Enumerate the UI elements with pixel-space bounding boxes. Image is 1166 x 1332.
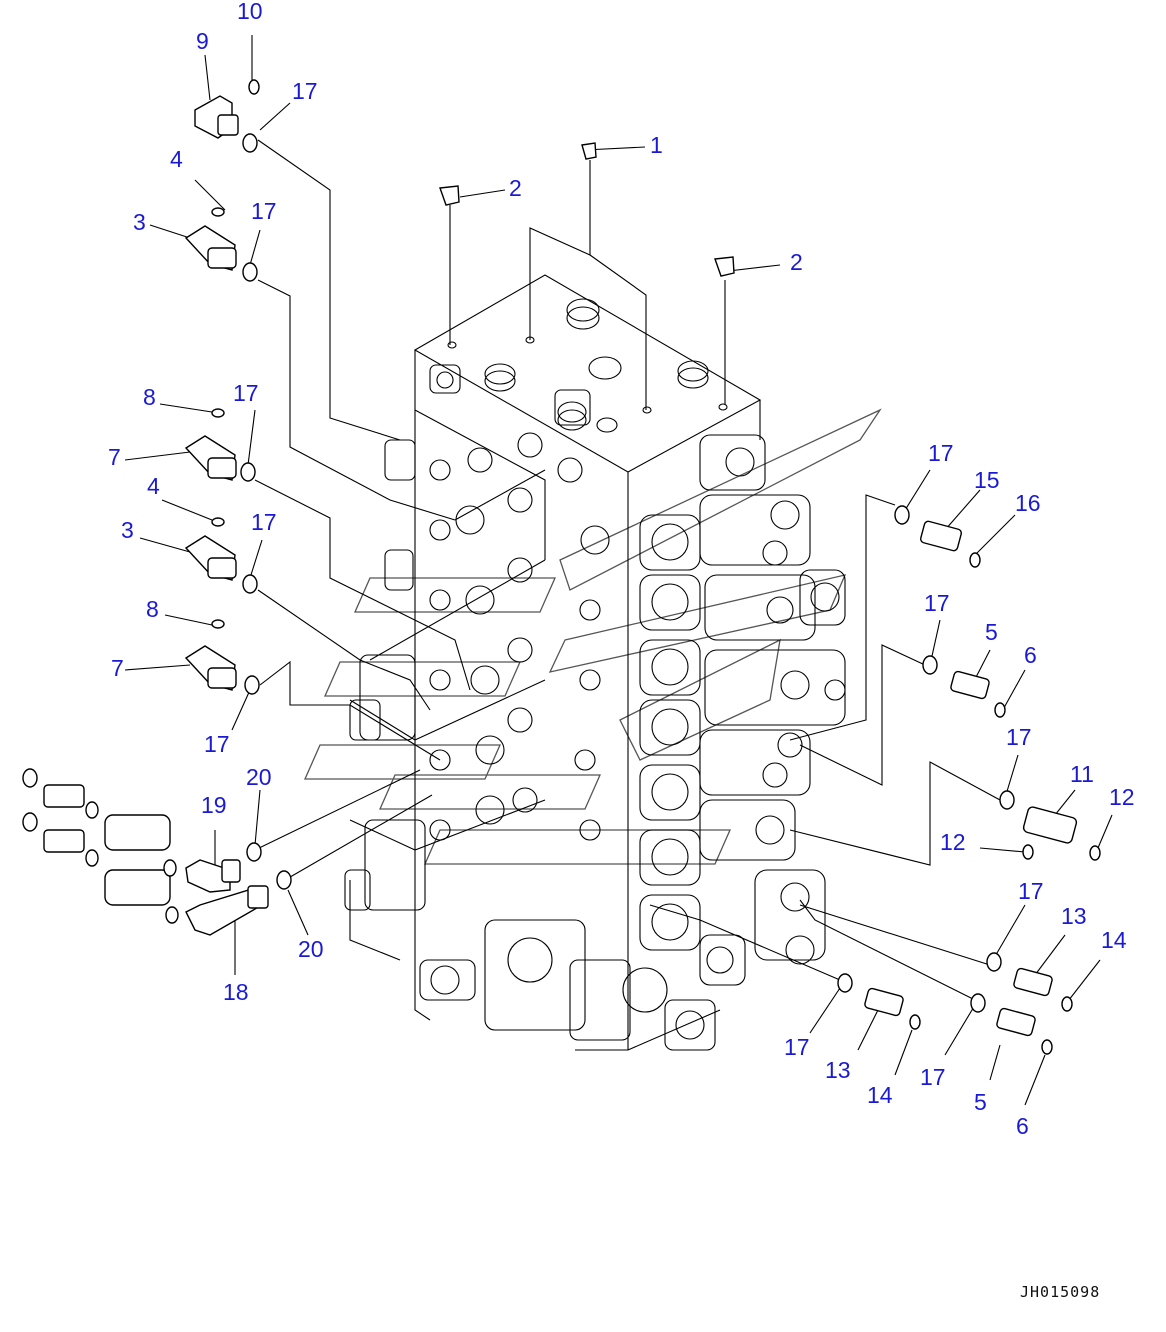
callout-11: 11	[1070, 761, 1094, 787]
callout-6: 6	[1016, 1113, 1029, 1139]
callout-3: 3	[121, 517, 134, 543]
callout-7: 7	[108, 444, 121, 470]
callout-1: 1	[650, 132, 663, 158]
callout-14: 14	[1101, 927, 1127, 953]
callout-19: 19	[201, 792, 227, 818]
callout-17: 17	[920, 1064, 946, 1090]
callout-4: 4	[170, 146, 183, 172]
callout-7: 7	[111, 655, 124, 681]
callout-12: 12	[1109, 784, 1135, 810]
callout-15: 15	[974, 467, 1000, 493]
callout-17: 17	[928, 440, 954, 466]
callout-17: 17	[233, 380, 259, 406]
callout-20: 20	[298, 936, 324, 962]
callout-20: 20	[246, 764, 272, 790]
callout-9: 9	[196, 28, 209, 54]
callout-6: 6	[1024, 642, 1037, 668]
callout-12: 12	[940, 829, 966, 855]
callout-2: 2	[509, 175, 522, 201]
callout-13: 13	[1061, 903, 1087, 929]
callout-17: 17	[784, 1034, 810, 1060]
callout-10: 10	[237, 0, 263, 24]
callout-3: 3	[133, 209, 146, 235]
callout-8: 8	[143, 384, 156, 410]
callout-17: 17	[292, 78, 318, 104]
callout-8: 8	[146, 596, 159, 622]
callout-5: 5	[985, 619, 998, 645]
callout-13: 13	[825, 1057, 851, 1083]
loose-parts	[22, 79, 1101, 1055]
control-valve-body	[344, 274, 846, 1051]
callout-5: 5	[974, 1089, 987, 1115]
callout-17: 17	[204, 731, 230, 757]
drawing-code: JH015098	[1020, 1283, 1100, 1301]
watermark-logo	[304, 408, 882, 865]
callout-16: 16	[1015, 490, 1041, 516]
callout-17: 17	[251, 198, 277, 224]
callout-14: 14	[867, 1082, 893, 1108]
callout-17: 17	[251, 509, 277, 535]
leader-lines	[124, 35, 1113, 1106]
callout-17: 17	[1018, 878, 1044, 904]
callout-17: 17	[924, 590, 950, 616]
callout-18: 18	[223, 979, 249, 1005]
callout-4: 4	[147, 473, 160, 499]
callout-17: 17	[1006, 724, 1032, 750]
callout-labels: 10 9 17 4 3 17 1 2 2 8 17 7 4 3 17 8 7 1…	[108, 0, 1135, 1139]
callout-2: 2	[790, 249, 803, 275]
